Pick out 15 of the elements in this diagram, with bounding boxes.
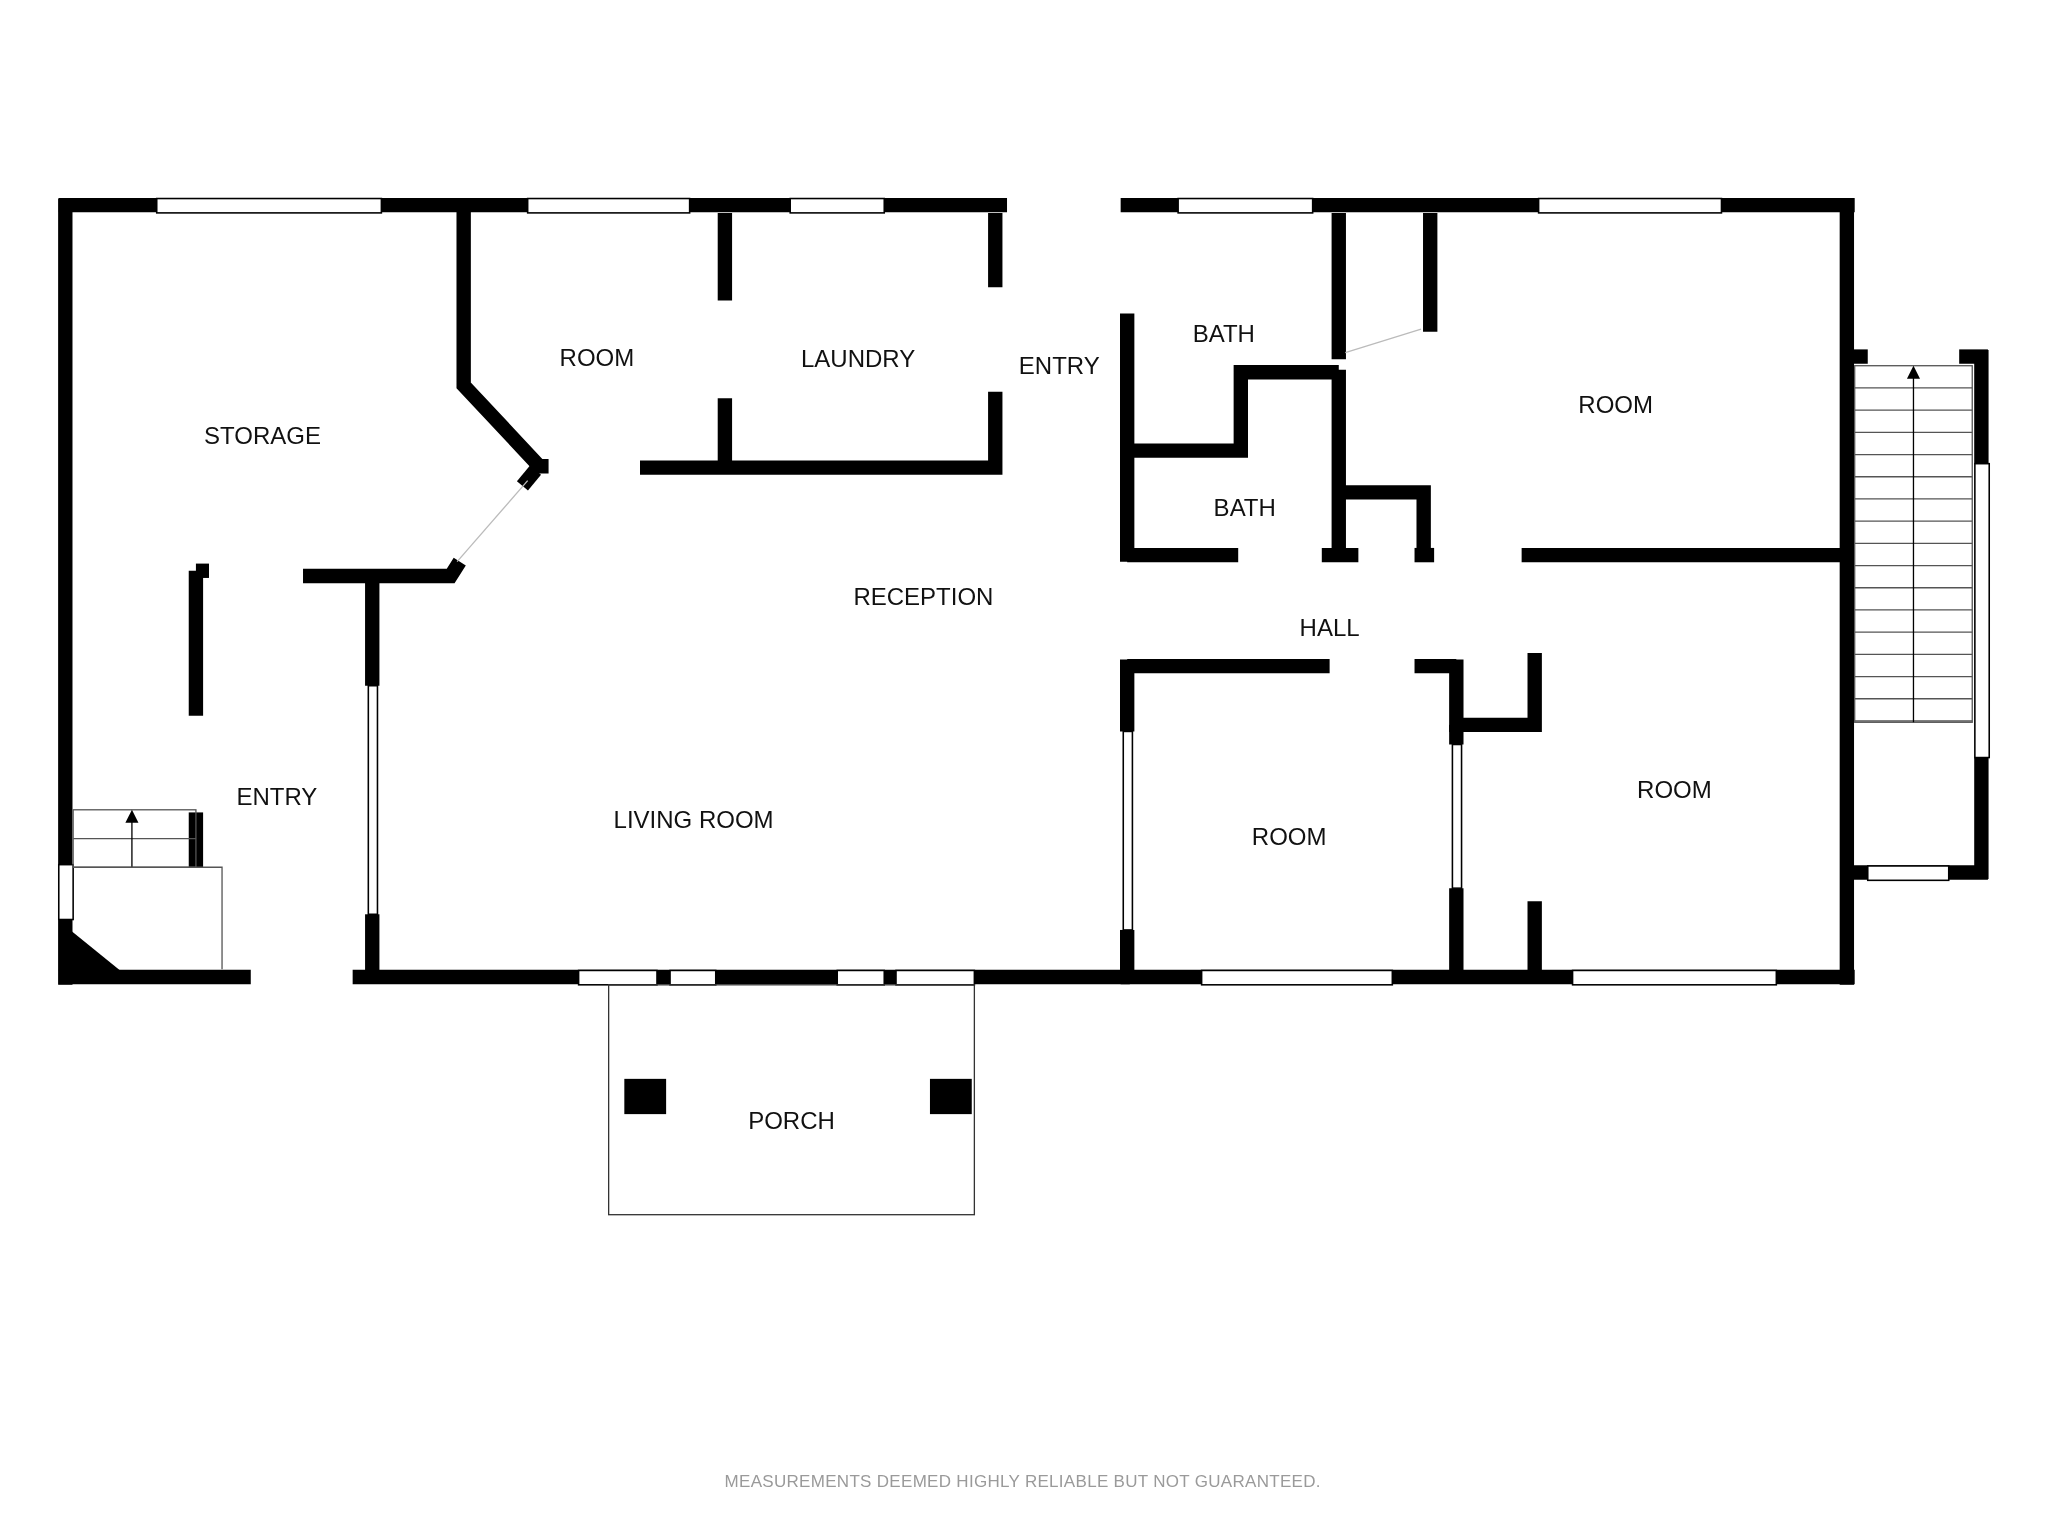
room-label: LAUNDRY <box>801 345 916 374</box>
room-label: ENTRY <box>1018 351 1100 380</box>
room-label: BATH <box>1192 320 1255 349</box>
room-label: RECEPTION <box>853 582 994 611</box>
room-label: HALL <box>1299 614 1360 643</box>
disclaimer-note: MEASUREMENTS DEEMED HIGHLY RELIABLE BUT NOT GUARANTEED. <box>724 1472 1321 1493</box>
room-label: PORCH <box>748 1106 835 1135</box>
room-label: LIVING ROOM <box>613 806 774 835</box>
room-label: STORAGE <box>204 422 321 451</box>
room-label: ENTRY <box>236 782 318 811</box>
room-label: BATH <box>1213 494 1276 523</box>
room-label: ROOM <box>1251 823 1327 852</box>
room-label: ROOM <box>1637 776 1712 805</box>
room-label: ROOM <box>559 343 635 372</box>
room-label: ROOM <box>1578 390 1653 419</box>
